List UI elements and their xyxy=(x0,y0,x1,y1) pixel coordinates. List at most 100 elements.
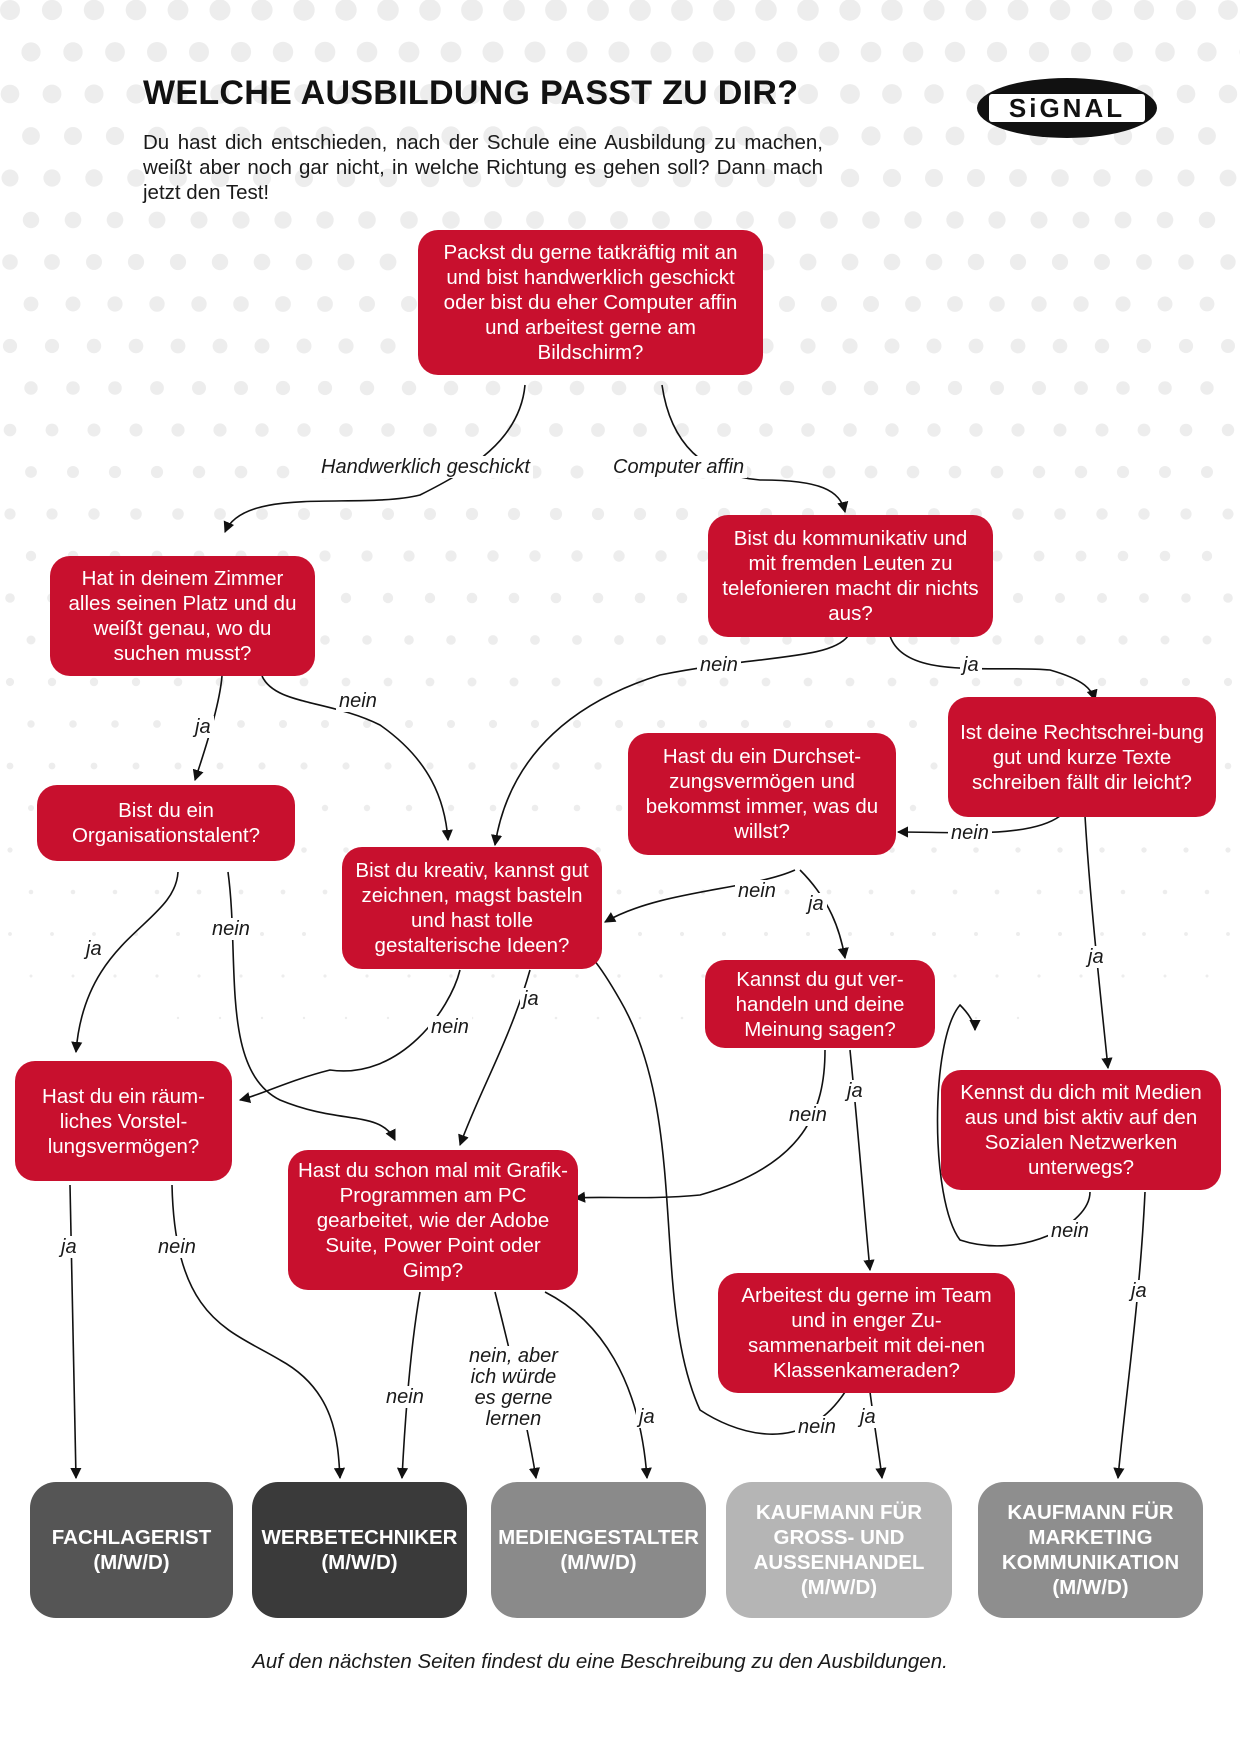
background-dot xyxy=(1163,974,1167,978)
question-box-zimmer[interactable]: Hat in deinem Zimmer alles seinen Platz … xyxy=(50,556,315,676)
question-box-start[interactable]: Packst du gerne tatkräftig mit an und bi… xyxy=(418,230,763,375)
background-dot xyxy=(529,550,541,562)
edge-label-recht-ja: ja xyxy=(1085,946,1107,968)
background-dot xyxy=(322,889,328,895)
background-dot xyxy=(488,635,498,645)
background-dot xyxy=(213,423,227,437)
background-dot xyxy=(442,211,460,229)
background-dot xyxy=(507,507,521,521)
background-dot xyxy=(128,338,144,354)
background-dot xyxy=(1097,593,1107,603)
background-dot xyxy=(299,677,309,687)
background-dot xyxy=(1007,0,1029,21)
background-dot xyxy=(127,169,145,187)
background-dot xyxy=(860,41,882,63)
background-dot xyxy=(1201,550,1213,562)
background-dot xyxy=(1078,889,1084,895)
background-dot xyxy=(510,762,518,770)
background-dot xyxy=(503,0,525,21)
background-dot xyxy=(316,211,334,229)
background-dot xyxy=(676,592,688,604)
background-dot xyxy=(301,847,307,853)
background-dot xyxy=(336,168,356,188)
question-box-kommunikativ[interactable]: Bist du kommunikativ und mit fremden Leu… xyxy=(708,515,993,637)
background-dot xyxy=(883,253,901,271)
background-dot xyxy=(275,296,291,312)
background-dot xyxy=(1074,381,1088,395)
background-dot xyxy=(821,296,837,312)
background-dot xyxy=(990,381,1004,395)
background-dot xyxy=(1051,169,1069,187)
background-dot xyxy=(216,762,224,770)
question-box-verhandeln[interactable]: Kannst du gut ver-handeln und deine Mein… xyxy=(705,960,935,1048)
background-dot xyxy=(572,719,582,729)
background-dot xyxy=(714,168,734,188)
question-box-medien[interactable]: Kennst du dich mit Medien aus und bist a… xyxy=(941,1070,1221,1190)
question-box-organisation[interactable]: Bist du ein Organisationstalent? xyxy=(37,785,295,861)
background-dot xyxy=(923,0,945,21)
background-dot xyxy=(759,423,773,437)
background-dot xyxy=(1121,974,1125,978)
background-dot xyxy=(776,41,798,63)
background-dot xyxy=(256,508,268,520)
background-dot xyxy=(1198,211,1216,229)
background-dot xyxy=(799,253,817,271)
background-dot xyxy=(655,550,667,562)
background-dot xyxy=(1074,465,1088,479)
background-dot xyxy=(482,41,504,63)
background-dot xyxy=(1222,508,1234,520)
background-dot xyxy=(1011,423,1025,437)
question-box-team[interactable]: Arbeitest du gerne im Team und in enger … xyxy=(718,1273,1015,1393)
question-box-durchsetzung[interactable]: Hast du ein Durchset-zungsvermögen und b… xyxy=(628,733,896,855)
background-dot xyxy=(986,41,1008,63)
result-mediengestalter[interactable]: MEDIENGESTALTER (M/W/D) xyxy=(491,1482,706,1618)
background-dot xyxy=(573,804,581,812)
result-kaufmann-grosshandel[interactable]: KAUFMANN FÜR GROSS- UND AUSSENHANDEL (M/… xyxy=(726,1482,952,1618)
background-dot xyxy=(613,550,625,562)
background-dot xyxy=(108,465,122,479)
background-dot xyxy=(21,42,41,62)
background-dot xyxy=(987,126,1007,146)
background-dot xyxy=(1031,296,1047,312)
background-dot xyxy=(974,1016,978,1020)
background-dot xyxy=(321,720,329,728)
background-dot xyxy=(822,465,836,479)
background-dot xyxy=(384,762,392,770)
question-text: Hast du schon mal mit Grafik-Programmen … xyxy=(298,1158,568,1282)
question-box-grafik[interactable]: Hast du schon mal mit Grafik-Programmen … xyxy=(288,1150,578,1290)
background-dot xyxy=(1133,0,1155,21)
question-box-rechtschreibung[interactable]: Ist deine Rechtschrei-bung gut und kurze… xyxy=(948,697,1216,817)
background-dot xyxy=(386,1016,390,1020)
background-dot xyxy=(635,677,645,687)
background-dot xyxy=(952,889,958,895)
background-dot xyxy=(779,296,795,312)
background-dot xyxy=(280,889,286,895)
background-dot xyxy=(23,296,39,312)
background-dot xyxy=(1139,593,1149,603)
background-dot xyxy=(7,847,13,853)
background-dot xyxy=(317,296,333,312)
background-dot xyxy=(321,804,329,812)
result-kaufmann-marketing[interactable]: KAUFMANN FÜR MARKETING KOMMUNIKATION (M/… xyxy=(978,1482,1203,1618)
background-dot xyxy=(614,719,624,729)
background-dot xyxy=(616,889,622,895)
background-dot xyxy=(47,677,57,687)
background-dot xyxy=(991,550,1003,562)
background-dot xyxy=(1013,677,1023,687)
result-werbetechniker[interactable]: WERBETECHNIKER (M/W/D) xyxy=(252,1482,467,1618)
background-dot xyxy=(1072,211,1090,229)
background-dot xyxy=(176,932,180,936)
background-dot xyxy=(192,381,206,395)
background-dot xyxy=(588,168,608,188)
background-dot xyxy=(1178,254,1194,270)
question-box-raeumlich[interactable]: Hast du ein räum-liches Vorstel-lungsver… xyxy=(15,1061,232,1181)
question-box-kreativ[interactable]: Bist du kreativ, kannst gut zeichnen, ma… xyxy=(342,847,602,969)
background-dot xyxy=(1095,423,1109,437)
background-dot xyxy=(887,677,897,687)
background-dot xyxy=(252,84,272,104)
background-dot xyxy=(489,804,497,812)
background-dot xyxy=(1099,847,1105,853)
background-dot xyxy=(507,423,521,437)
result-fachlagerist[interactable]: FACHLAGERIST (M/W/D) xyxy=(30,1482,233,1618)
background-dot xyxy=(48,762,56,770)
